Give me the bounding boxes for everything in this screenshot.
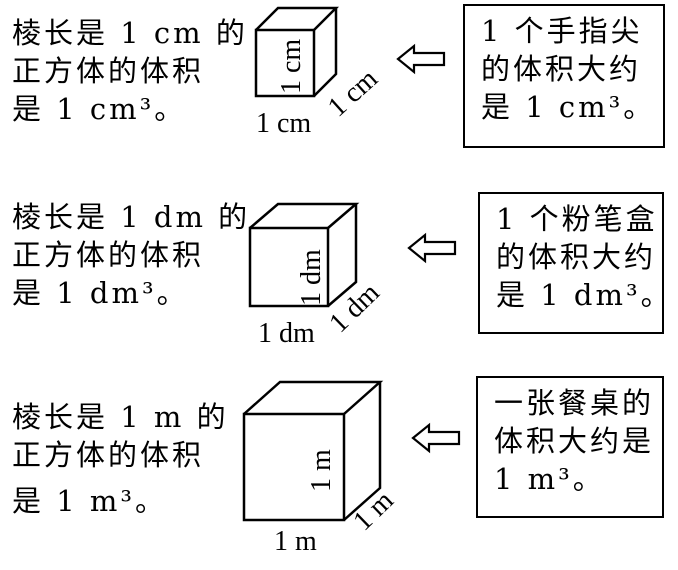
cube-diagram: 1 dm 1 dm 1 dm (248, 202, 386, 349)
example-line-2: 的体积大约 (496, 240, 657, 274)
example-box: 1 个手指尖 的体积大约 是 1 cm³。 (463, 4, 665, 148)
cube-front-face (242, 412, 346, 522)
cube-diagram: 1 cm 1 cm 1 cm (254, 6, 384, 139)
example-line-3: 是 1 dm³。 (496, 278, 673, 312)
edge-label-height: 1 cm (276, 39, 307, 94)
cube-right-face (343, 382, 382, 521)
definition-line-2: 正方体的体积 (12, 438, 205, 472)
example-line-1: 一张餐桌的 (494, 386, 655, 420)
cube-front-face (254, 28, 316, 98)
example-line-3: 是 1 cm³。 (481, 90, 656, 124)
hollow-left-arrow-icon (411, 422, 461, 454)
example-line-3: 1 m³。 (494, 462, 605, 496)
cube-top-face (255, 6, 340, 31)
definition-line-2: 正方体的体积 (12, 54, 205, 88)
edge-label-height: 1 m (306, 449, 337, 492)
definition-text: 棱长是 1 dm 的 正方体的体积 是 1 dm³。 (12, 198, 250, 312)
edge-label-depth: 1 cm (322, 63, 384, 123)
cube-front-face (248, 226, 330, 308)
edge-label-front: 1 m (274, 526, 317, 557)
cube-top-face (243, 380, 384, 415)
hollow-left-arrow-icon (396, 43, 446, 75)
example-line-2: 体积大约是 (494, 424, 655, 458)
example-box: 一张餐桌的 体积大约是 1 m³。 (476, 376, 664, 518)
definition-text: 棱长是 1 m 的 正方体的体积 是 1 m³。 (12, 398, 229, 520)
definition-line-3: 是 1 dm³。 (12, 276, 189, 310)
definition-line-1: 棱长是 1 cm 的 (12, 16, 248, 50)
hollow-left-arrow-icon (407, 232, 457, 264)
edge-label-height: 1 dm (296, 249, 327, 306)
example-box: 1 个粉笔盒 的体积大约 是 1 dm³。 (478, 192, 673, 334)
cube-diagram: 1 m 1 m 1 m (242, 380, 400, 557)
edge-label-front: 1 cm (256, 108, 311, 139)
example-line-1: 1 个粉笔盒 (496, 202, 658, 236)
cube-right-face (327, 204, 358, 307)
row-cubic-decimeter: 棱长是 1 dm 的 正方体的体积 是 1 dm³。 1 dm 1 dm 1 d… (0, 180, 678, 360)
definition-line-1: 棱长是 1 dm 的 (12, 200, 251, 234)
definition-line-3: 是 1 m³。 (12, 484, 168, 518)
cube-top-face (249, 202, 360, 229)
cube-right-face (313, 8, 338, 97)
definition-text: 棱长是 1 cm 的 正方体的体积 是 1 cm³。 (12, 14, 248, 128)
example-line-1: 1 个手指尖 (481, 14, 643, 48)
edge-label-front: 1 dm (258, 318, 315, 349)
definition-line-3: 是 1 cm³。 (12, 92, 187, 126)
example-line-2: 的体积大约 (481, 52, 642, 86)
row-cubic-meter: 棱长是 1 m 的 正方体的体积 是 1 m³。 1 m 1 m 1 m 一张餐… (0, 370, 678, 570)
edge-label-depth: 1 m (347, 485, 399, 537)
definition-line-2: 正方体的体积 (12, 238, 205, 272)
row-cubic-centimeter: 棱长是 1 cm 的 正方体的体积 是 1 cm³。 1 cm 1 cm 1 c… (0, 0, 678, 160)
edge-label-depth: 1 dm (323, 277, 386, 339)
definition-line-1: 棱长是 1 m 的 (12, 400, 229, 434)
